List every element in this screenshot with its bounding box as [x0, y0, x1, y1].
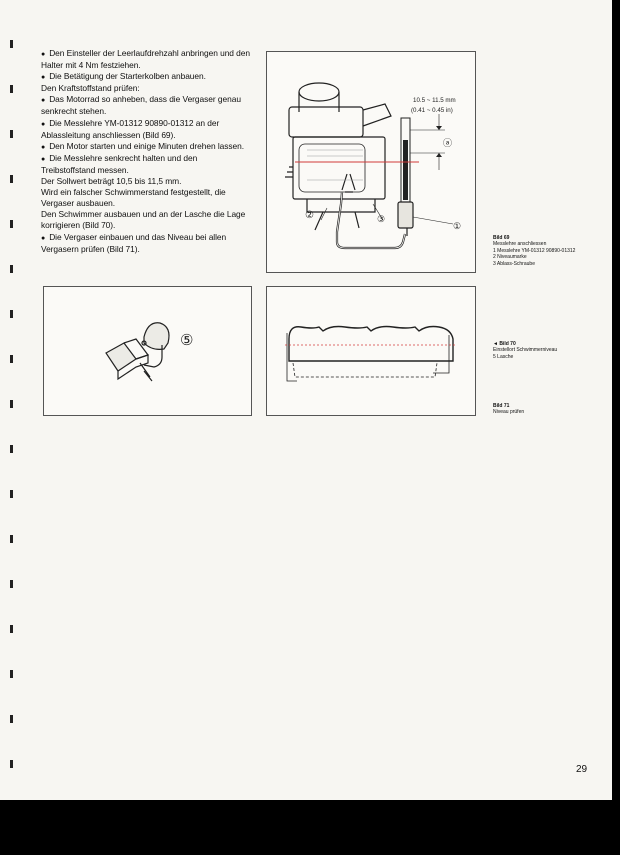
carburetor-gauge-illustration: 10.5 ~ 11.5 mm (0.41 ~ 0.45 in) ⓐ ① ② ③ [285, 82, 461, 250]
step-1: Den Einsteller der Leerlaufdrehzahl anbr… [41, 48, 253, 71]
float-tab-illustration: ⑤ [105, 322, 193, 382]
caption-71-title: Bild 71 [493, 403, 510, 409]
caption-69-item-2: 2 Niveaumarke [493, 254, 527, 261]
step-11: Die Vergaser einbauen und das Niveau bei… [41, 232, 253, 255]
caption-70-title: Bild 70 [499, 341, 516, 347]
step-2: Die Betätigung der Starterkolben anbauen… [41, 71, 253, 83]
caption-71-sub: Niveau prüfen [493, 409, 525, 416]
figure-71 [266, 286, 476, 416]
step-5: Die Messlehre YM-01312 90890-01312 an de… [41, 118, 253, 141]
step-7: Die Messlehre senkrecht halten und den T… [41, 153, 253, 176]
level-check-illustration [285, 325, 457, 382]
caption-70-item-1: 5 Lasche [493, 353, 514, 360]
caption-69-item-3: 3 Ablass-Schraube [493, 260, 535, 267]
binding-hole-marks [0, 0, 16, 800]
caption-bild-70: ◄ Bild 70 Einstellort Schwimmerniveau 5 … [493, 341, 598, 360]
dimension-mm-label: 10.5 ~ 11.5 mm [413, 97, 456, 104]
caption-69-item-1: 1 Messlehre YM-01312 90890-01312 [493, 247, 576, 254]
figure-69: 10.5 ~ 11.5 mm (0.41 ~ 0.45 in) ⓐ ① ② ③ [266, 51, 476, 273]
manual-page: Den Einsteller der Leerlaufdrehzahl anbr… [0, 0, 612, 800]
caption-69-title: Bild 69 [493, 235, 510, 241]
step-9: Wird ein falscher Schwimmerstand festges… [41, 187, 226, 209]
callout-2: ② [305, 210, 314, 221]
callout-5: ⑤ [180, 332, 193, 349]
dimension-in-label: (0.41 ~ 0.45 in) [411, 107, 453, 114]
step-8: Der Sollwert beträgt 10,5 bis 11,5 mm. [41, 176, 182, 187]
step-10: Den Schwimmer ausbauen und an der Lasche… [41, 209, 246, 231]
caption-bild-71: Bild 71 Niveau prüfen [493, 403, 598, 416]
step-4: Das Motorrad so anheben, dass die Vergas… [41, 94, 253, 117]
instruction-text: Den Einsteller der Leerlaufdrehzahl anbr… [41, 48, 253, 255]
figure-70: ⑤ [43, 286, 252, 416]
page-number: 29 [576, 764, 588, 775]
caption-69-sub: Messlehre anschliessen [493, 241, 547, 248]
step-3: Den Kraftstoffstand prüfen: [41, 83, 140, 94]
callout-3: ③ [377, 214, 385, 224]
step-6: Den Motor starten und einige Minuten dre… [41, 141, 253, 153]
callout-1: ① [453, 221, 461, 231]
callout-a: ⓐ [443, 138, 452, 148]
arrow-left-icon: ◄ [493, 341, 498, 347]
caption-bild-69: Bild 69 Messlehre anschliessen 1 Messleh… [493, 235, 598, 267]
caption-70-sub: Einstellort Schwimmerniveau [493, 347, 558, 354]
